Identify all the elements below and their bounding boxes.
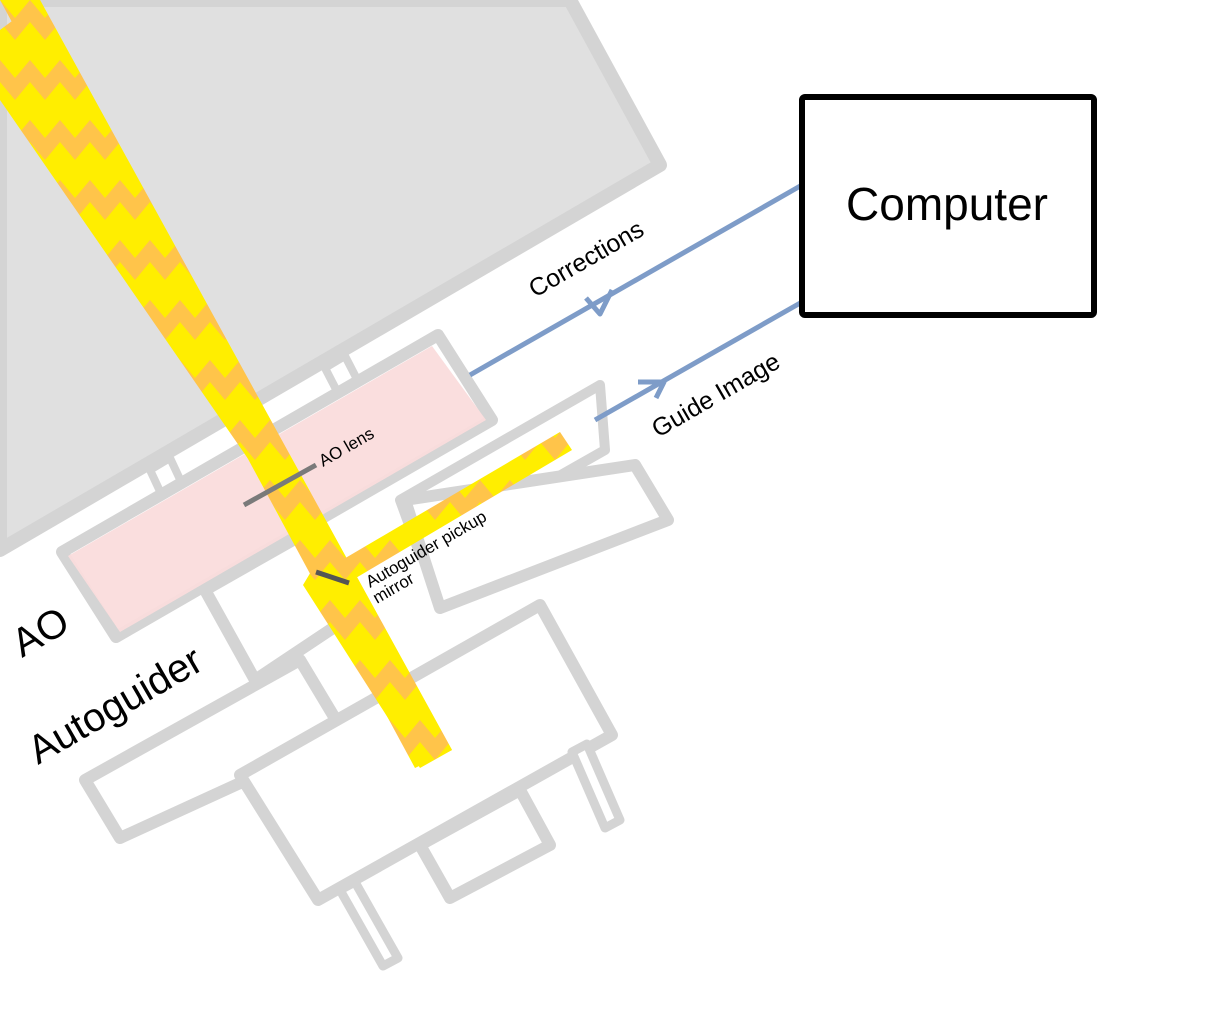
telescope-body — [0, 0, 667, 557]
guide-image-line — [593, 299, 804, 423]
autoguider-leg-right — [567, 739, 625, 833]
computer-box — [799, 94, 1097, 318]
autoguider-leg-left — [335, 877, 403, 971]
light-beam-pickup — [308, 432, 572, 598]
ao-label: AO — [5, 599, 77, 666]
guide-image-label: Guide Image — [647, 347, 785, 443]
guide-image-arrowhead — [638, 379, 667, 400]
corrections-line — [468, 182, 804, 378]
autoguider-camera-foot — [414, 784, 556, 904]
corrections-arrowhead — [584, 288, 615, 317]
computer-label: Computer — [846, 178, 1048, 230]
pickup-mirror-pointer — [315, 569, 350, 586]
ao-lens-pointer — [242, 462, 318, 508]
